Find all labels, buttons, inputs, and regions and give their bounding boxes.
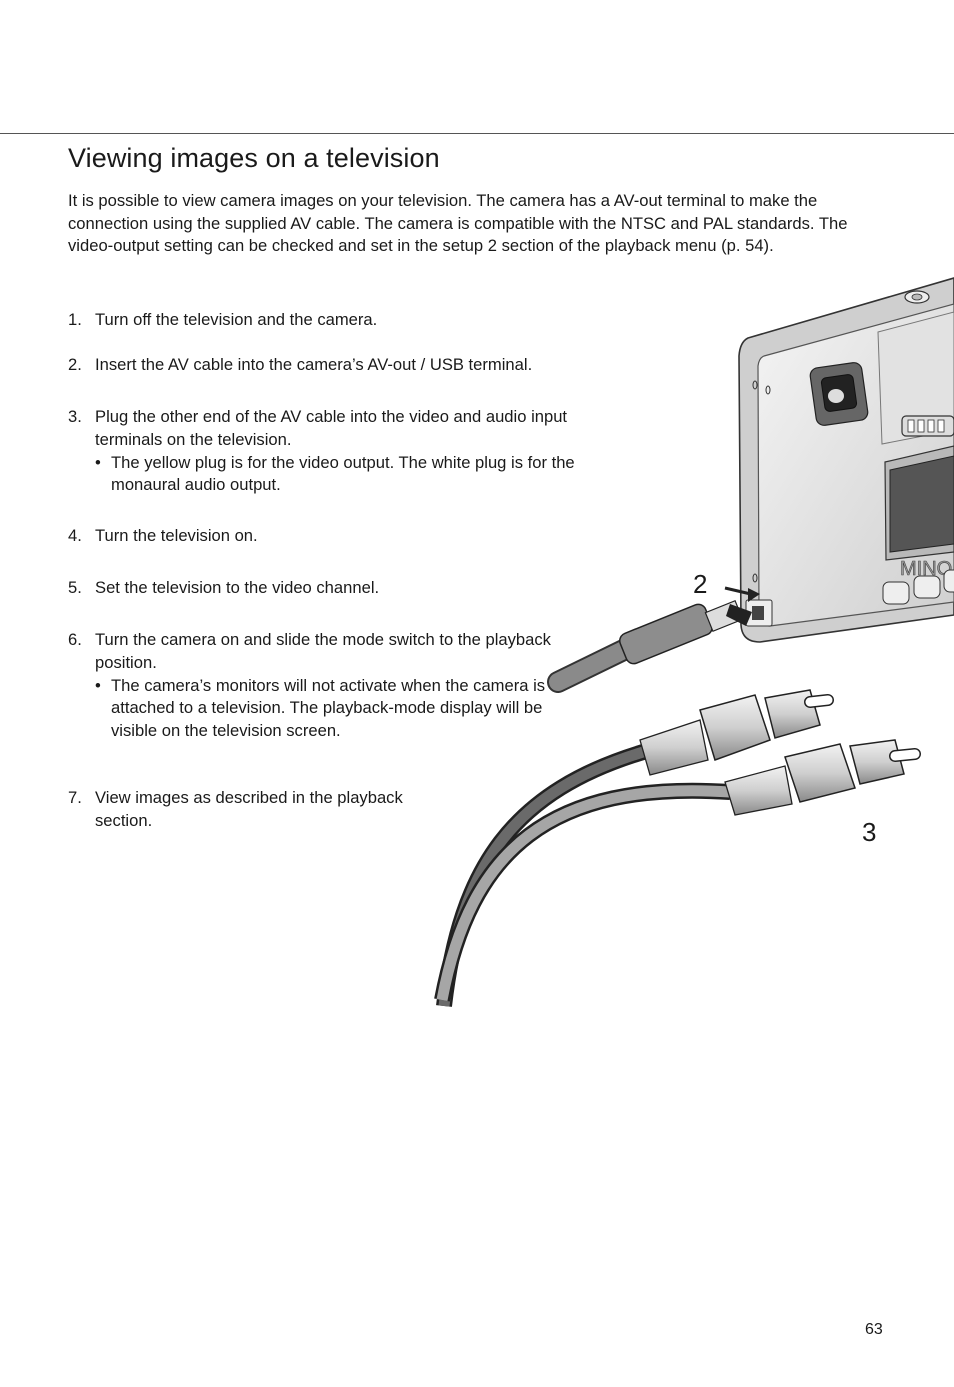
av-cable-connection-illustration: MINO 2 3 bbox=[434, 277, 954, 1007]
step-7: 7. View images as described in the playb… bbox=[68, 787, 448, 833]
step-note: • The yellow plug is for the video outpu… bbox=[95, 452, 638, 498]
step-text: Set the television to the video channel. bbox=[95, 578, 380, 597]
step-text: Turn the television on. bbox=[95, 526, 258, 545]
step-text: View images as described in the playback… bbox=[95, 788, 403, 830]
step-text: Turn off the television and the camera. bbox=[95, 310, 378, 329]
camera-brand-logo: MINO bbox=[900, 558, 952, 580]
step-4: 4. Turn the television on. bbox=[68, 525, 628, 548]
bullet-dot: • bbox=[95, 675, 101, 695]
header-rule bbox=[0, 133, 954, 134]
step-note-text: The yellow plug is for the video output.… bbox=[111, 452, 575, 495]
step-3: 3. Plug the other end of the AV cable in… bbox=[68, 406, 638, 497]
step-number: 4. bbox=[68, 526, 82, 545]
step-number: 7. bbox=[68, 788, 82, 807]
step-text: Insert the AV cable into the camera’s AV… bbox=[95, 355, 533, 374]
av-mini-plug bbox=[547, 586, 760, 693]
page-title: Viewing images on a television bbox=[68, 143, 440, 173]
step-text: Turn the camera on and slide the mode sw… bbox=[95, 630, 551, 672]
page-number: 63 bbox=[865, 1321, 883, 1338]
camera-body: MINO bbox=[738, 277, 954, 643]
step-number: 3. bbox=[68, 407, 82, 426]
rca-cables bbox=[434, 742, 731, 1007]
step-note-text: The camera’s monitors will not activate … bbox=[111, 675, 546, 741]
step-number: 6. bbox=[68, 630, 82, 649]
intro-paragraph: It is possible to view camera images on … bbox=[68, 191, 848, 256]
step-2: 2. Insert the AV cable into the camera’s… bbox=[68, 354, 628, 377]
step-1: 1. Turn off the television and the camer… bbox=[68, 309, 628, 332]
rca-plug-white bbox=[724, 739, 921, 816]
step-note: • The camera’s monitors will not activat… bbox=[95, 675, 560, 743]
step-5: 5. Set the television to the video chann… bbox=[68, 577, 628, 600]
bullet-dot: • bbox=[95, 452, 101, 472]
step-text: Plug the other end of the AV cable into … bbox=[95, 407, 568, 449]
callout-number-3: 3 bbox=[862, 817, 876, 847]
step-number: 5. bbox=[68, 578, 82, 597]
callout-number-2: 2 bbox=[693, 569, 707, 599]
step-6: 6. Turn the camera on and slide the mode… bbox=[68, 629, 560, 743]
rca-plug-yellow bbox=[639, 689, 834, 776]
step-number: 1. bbox=[68, 310, 82, 329]
step-number: 2. bbox=[68, 355, 82, 374]
